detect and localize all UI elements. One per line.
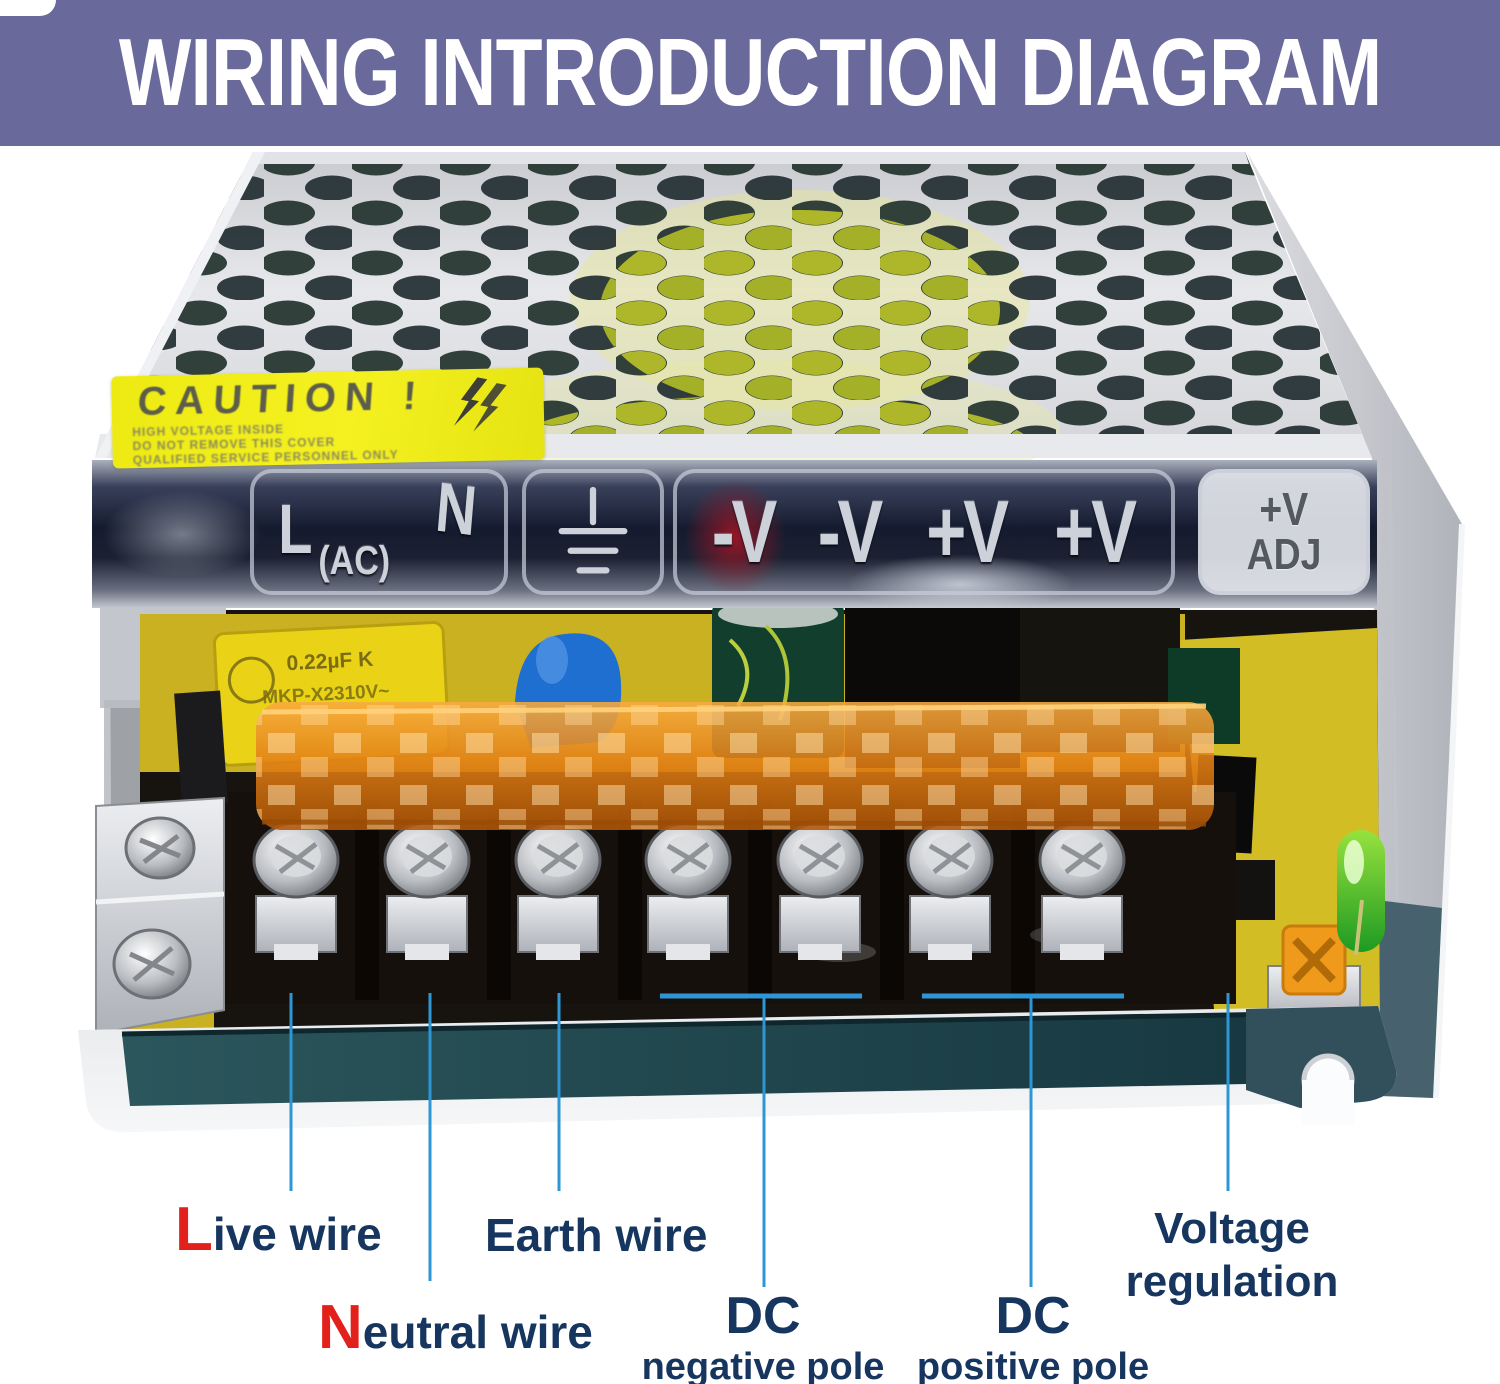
dc-term-1: -V	[711, 482, 778, 581]
adj-terminal-stamp: +V ADJ	[1198, 469, 1370, 595]
earth-symbol-icon	[558, 486, 628, 574]
label-earth-wire: Earth wire	[485, 1209, 708, 1261]
lightning-bolt-icon	[453, 377, 507, 432]
terminal-screws	[252, 821, 1126, 960]
led-indicator	[1337, 830, 1385, 956]
terminal-cover	[256, 702, 1214, 830]
capacitor-logo	[227, 656, 275, 704]
dc-term-4: +V	[1054, 482, 1137, 581]
terminal-label-strip: L (AC) N -V -V +V +V +V ADJ	[92, 460, 1377, 608]
earth-terminal-stamp	[522, 469, 664, 595]
dc-term-2: -V	[817, 482, 884, 581]
adj-line2: ADJ	[1246, 529, 1322, 579]
title-banner: WIRING INTRODUCTION DIAGRAM	[0, 0, 1500, 146]
case-interior: 0.22µF K MKP-X2310V~	[95, 600, 1385, 1036]
page-title: WIRING INTRODUCTION DIAGRAM	[118, 19, 1382, 126]
label-voltage-regulation: Voltage regulation	[1125, 1204, 1339, 1306]
dc-terminal-stamp: -V -V +V +V	[673, 469, 1175, 595]
banner-corner-notch	[0, 0, 56, 16]
ac-terminal-stamp: L (AC) N	[250, 468, 508, 595]
caution-sticker: CAUTION ! HIGH VOLTAGE INSIDE DO NOT REM…	[111, 367, 545, 469]
dc-term-3: +V	[926, 482, 1009, 581]
voltage-trimmer	[1267, 924, 1361, 1021]
live-terminal-stamp: L	[278, 490, 313, 568]
ac-label-stamp: (AC)	[318, 539, 391, 583]
mounting-notch	[1301, 1053, 1355, 1126]
adj-line1: +V	[1259, 482, 1309, 535]
capacitor-text-1: 0.22µF K	[286, 648, 374, 676]
label-dc-negative: DC negative pole	[641, 1287, 885, 1384]
left-bracket	[95, 690, 228, 1036]
label-dc-positive: DC positive pole	[916, 1287, 1150, 1384]
